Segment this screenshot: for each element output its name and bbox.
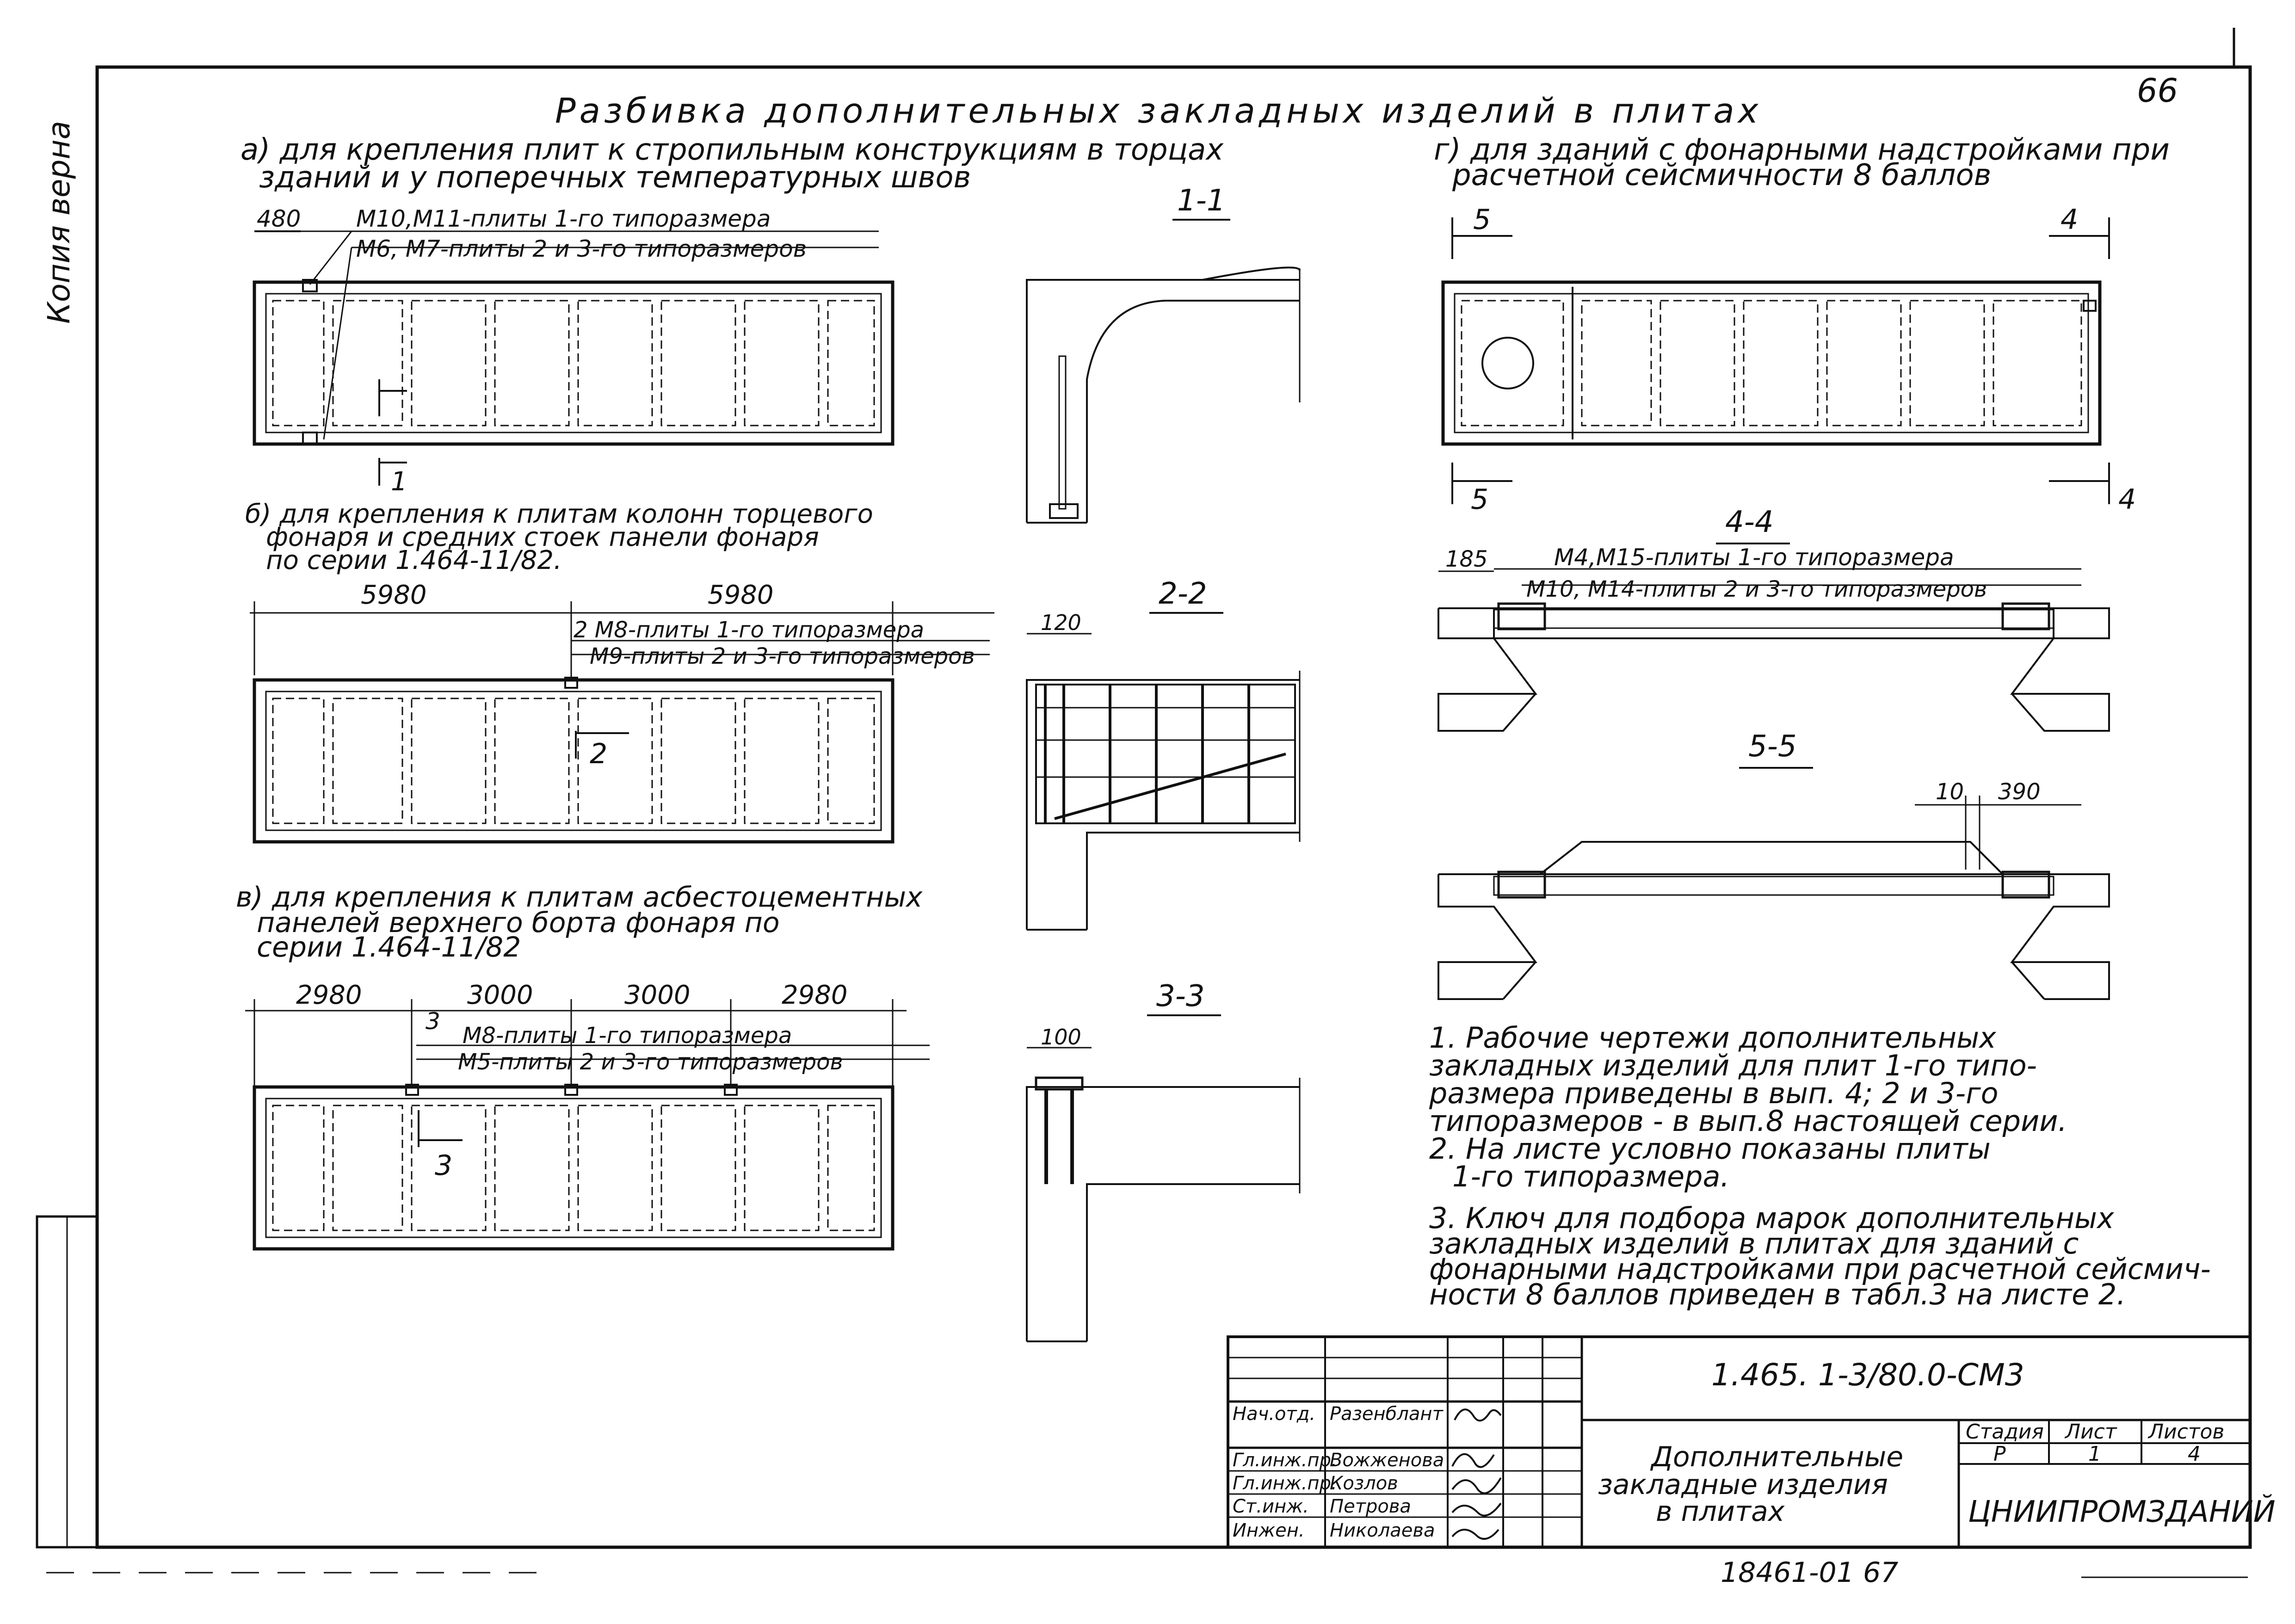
note-line: 3. Ключ для подбора марок дополнительных <box>1429 1201 2115 1235</box>
sheets-header: Листов <box>2147 1420 2224 1444</box>
role-cell: Гл.инж.пр. <box>1233 1450 1337 1471</box>
section-4-4-profile <box>1437 602 2110 732</box>
note-line: типоразмеров - в вып.8 настоящей серии. <box>1429 1104 2067 1138</box>
section-c-caption-3: серии 1.464-11/82 <box>257 931 521 963</box>
section-a-callout-1: М10,М11-плиты 1-го типоразмера <box>356 205 771 232</box>
note-line: закладных изделий для плит 1-го типо- <box>1429 1049 2037 1082</box>
role-cell: Ст.инж. <box>1233 1496 1309 1517</box>
doc-title-line: Дополнительные <box>1650 1441 1903 1473</box>
note-line: 2. На листе условно показаны плиты <box>1429 1132 1991 1166</box>
section-5-5-profile <box>1437 841 2110 1000</box>
role-cell: Инжен. <box>1233 1520 1305 1541</box>
name-cell: Разенблант <box>1330 1403 1444 1425</box>
margin-note: Копия верна <box>41 121 77 324</box>
section-1-1-profile <box>1026 266 1301 524</box>
dim-10: 10 <box>1936 779 1964 805</box>
doc-code: 1.465. 1-3/80.0-СМ3 <box>1711 1357 2024 1393</box>
sheet-value: 1 <box>2088 1442 2101 1466</box>
section-c-caption-1: в) для крепления к плитам асбестоцементн… <box>236 881 923 914</box>
main-title: Разбивка дополнительных закладных издели… <box>555 91 1762 131</box>
opening-circle <box>1481 337 1534 389</box>
role-cell: Гл.инж.пр. <box>1233 1473 1337 1494</box>
organization: ЦНИИПРОМЗДАНИЙ <box>1968 1494 2276 1529</box>
section-b-callout-1: 2 М8-плиты 1-го типоразмера <box>574 617 924 643</box>
name-cell: Вожженова <box>1330 1450 1444 1471</box>
section-a-caption-2: зданий и у поперечных температурных швов <box>259 161 971 195</box>
cut-mark-4-bottom: 4 <box>2118 483 2136 516</box>
section-c-callout-left: 3 <box>426 1008 440 1035</box>
section-d-caption-1: г) для зданий с фонарными надстройками п… <box>1434 133 2170 167</box>
signatures <box>1451 1408 1502 1540</box>
plate-plan-d <box>1441 280 2102 446</box>
section-3-3-dim: 100 <box>1041 1025 1081 1050</box>
section-b: б) для крепления к плитам колонн торцево… <box>245 499 1301 931</box>
doc-title-line: в плитах <box>1656 1495 1785 1528</box>
section-5-5-label: 5-5 <box>1748 729 1797 764</box>
section-b-caption-3: по серии 1.464-11/82. <box>266 545 562 575</box>
section-a-dim: 480 <box>257 205 301 232</box>
cut-mark-2: 2 <box>590 738 607 770</box>
section-2-2-profile <box>1026 671 1301 931</box>
sheet-frame <box>36 28 2252 1549</box>
name-cell: Николаева <box>1330 1520 1435 1541</box>
section-c-callout-1: М8-плиты 1-го типоразмера <box>463 1023 792 1049</box>
role-cell: Нач.отд. <box>1233 1403 1315 1425</box>
cut-mark-5-top: 5 <box>1473 204 1491 236</box>
plate-plan-c <box>253 1084 895 1251</box>
note-line: ности 8 баллов приведен в табл.3 на лист… <box>1429 1278 2126 1311</box>
plate-plan-b <box>253 677 895 844</box>
section-b-callout-2: М9-плиты 2 и 3-го типоразмеров <box>590 643 975 669</box>
note-line: фонарными надстройками при расчетной сей… <box>1429 1252 2211 1286</box>
note-line: размера приведены в вып. 4; 2 и 3-го <box>1429 1076 1999 1110</box>
doc-title-line: закладные изделия <box>1598 1469 1888 1501</box>
cut-mark-5-bottom: 5 <box>1471 483 1488 516</box>
section-c-dim-1: 2980 <box>296 980 362 1010</box>
title-block: 1.465. 1-3/80.0-СМ3 Дополнительные закла… <box>1227 1335 2276 1549</box>
note-line: закладных изделий в плитах для зданий с <box>1429 1227 2079 1260</box>
cut-mark-1: 1 <box>391 467 407 497</box>
section-b-caption-2: фонаря и средних стоек панели фонаря <box>266 522 819 552</box>
dim-390: 390 <box>1998 779 2041 805</box>
notes: 1. Рабочие чертежи дополнительных заклад… <box>1429 1021 2211 1311</box>
section-4-4-dim: 185 <box>1445 546 1488 572</box>
section-c-dim-4: 2980 <box>782 980 848 1010</box>
sheets-value: 4 <box>2188 1442 2201 1466</box>
section-c-caption-2: панелей верхнего борта фонаря по <box>257 907 780 939</box>
section-2-2-label: 2-2 <box>1159 577 1207 611</box>
section-d-caption-2: расчетной сейсмичности 8 баллов <box>1452 158 1991 192</box>
name-cell: Петрова <box>1330 1496 1411 1517</box>
section-2-2-dim: 120 <box>1041 610 1081 635</box>
section-4-4-callout-2: М10, М14-плиты 2 и 3-го типоразмеров <box>1526 576 1987 602</box>
section-b-caption-1: б) для крепления к плитам колонн торцево… <box>245 499 873 529</box>
bottom-stamp: 18461-01 67 <box>1721 1556 1898 1589</box>
section-4-4-callout-1: М4,М15-плиты 1-го типоразмера <box>1554 544 1954 571</box>
sheet-number: 66 <box>2137 72 2178 110</box>
sheet-header: Лист <box>2064 1420 2117 1444</box>
section-3-3-profile <box>1026 1076 1301 1342</box>
section-a: а) для крепления плит к стропильным конс… <box>241 133 1301 524</box>
section-c-dim-3: 3000 <box>624 980 691 1010</box>
section-a-callout-2: М6, М7-плиты 2 и 3-го типоразмеров <box>356 235 807 262</box>
note-line: 1-го типоразмера. <box>1452 1160 1729 1193</box>
section-4-4-label: 4-4 <box>1725 505 1774 539</box>
section-c-dim-2: 3000 <box>467 980 533 1010</box>
section-a-caption-1: а) для крепления плит к стропильным конс… <box>241 133 1224 167</box>
section-c: в) для крепления к плитам асбестоцементн… <box>236 881 1301 1342</box>
section-d: г) для зданий с фонарными надстройками п… <box>1434 133 2170 1000</box>
name-cell: Козлов <box>1330 1473 1398 1494</box>
cut-mark-4-top: 4 <box>2061 204 2078 236</box>
note-line: 1. Рабочие чертежи дополнительных <box>1429 1021 1997 1055</box>
plate-plan-a <box>253 279 895 446</box>
section-c-callout-2: М5-плиты 2 и 3-го типоразмеров <box>458 1049 843 1075</box>
section-b-dim-right: 5980 <box>708 580 774 610</box>
stage-value: Р <box>1993 1442 2006 1466</box>
section-3-3-label: 3-3 <box>1156 979 1205 1013</box>
stage-header: Стадия <box>1966 1420 2044 1444</box>
section-1-1-label: 1-1 <box>1177 184 1226 218</box>
section-b-dim-left: 5980 <box>361 580 427 610</box>
cut-mark-3: 3 <box>435 1149 452 1182</box>
